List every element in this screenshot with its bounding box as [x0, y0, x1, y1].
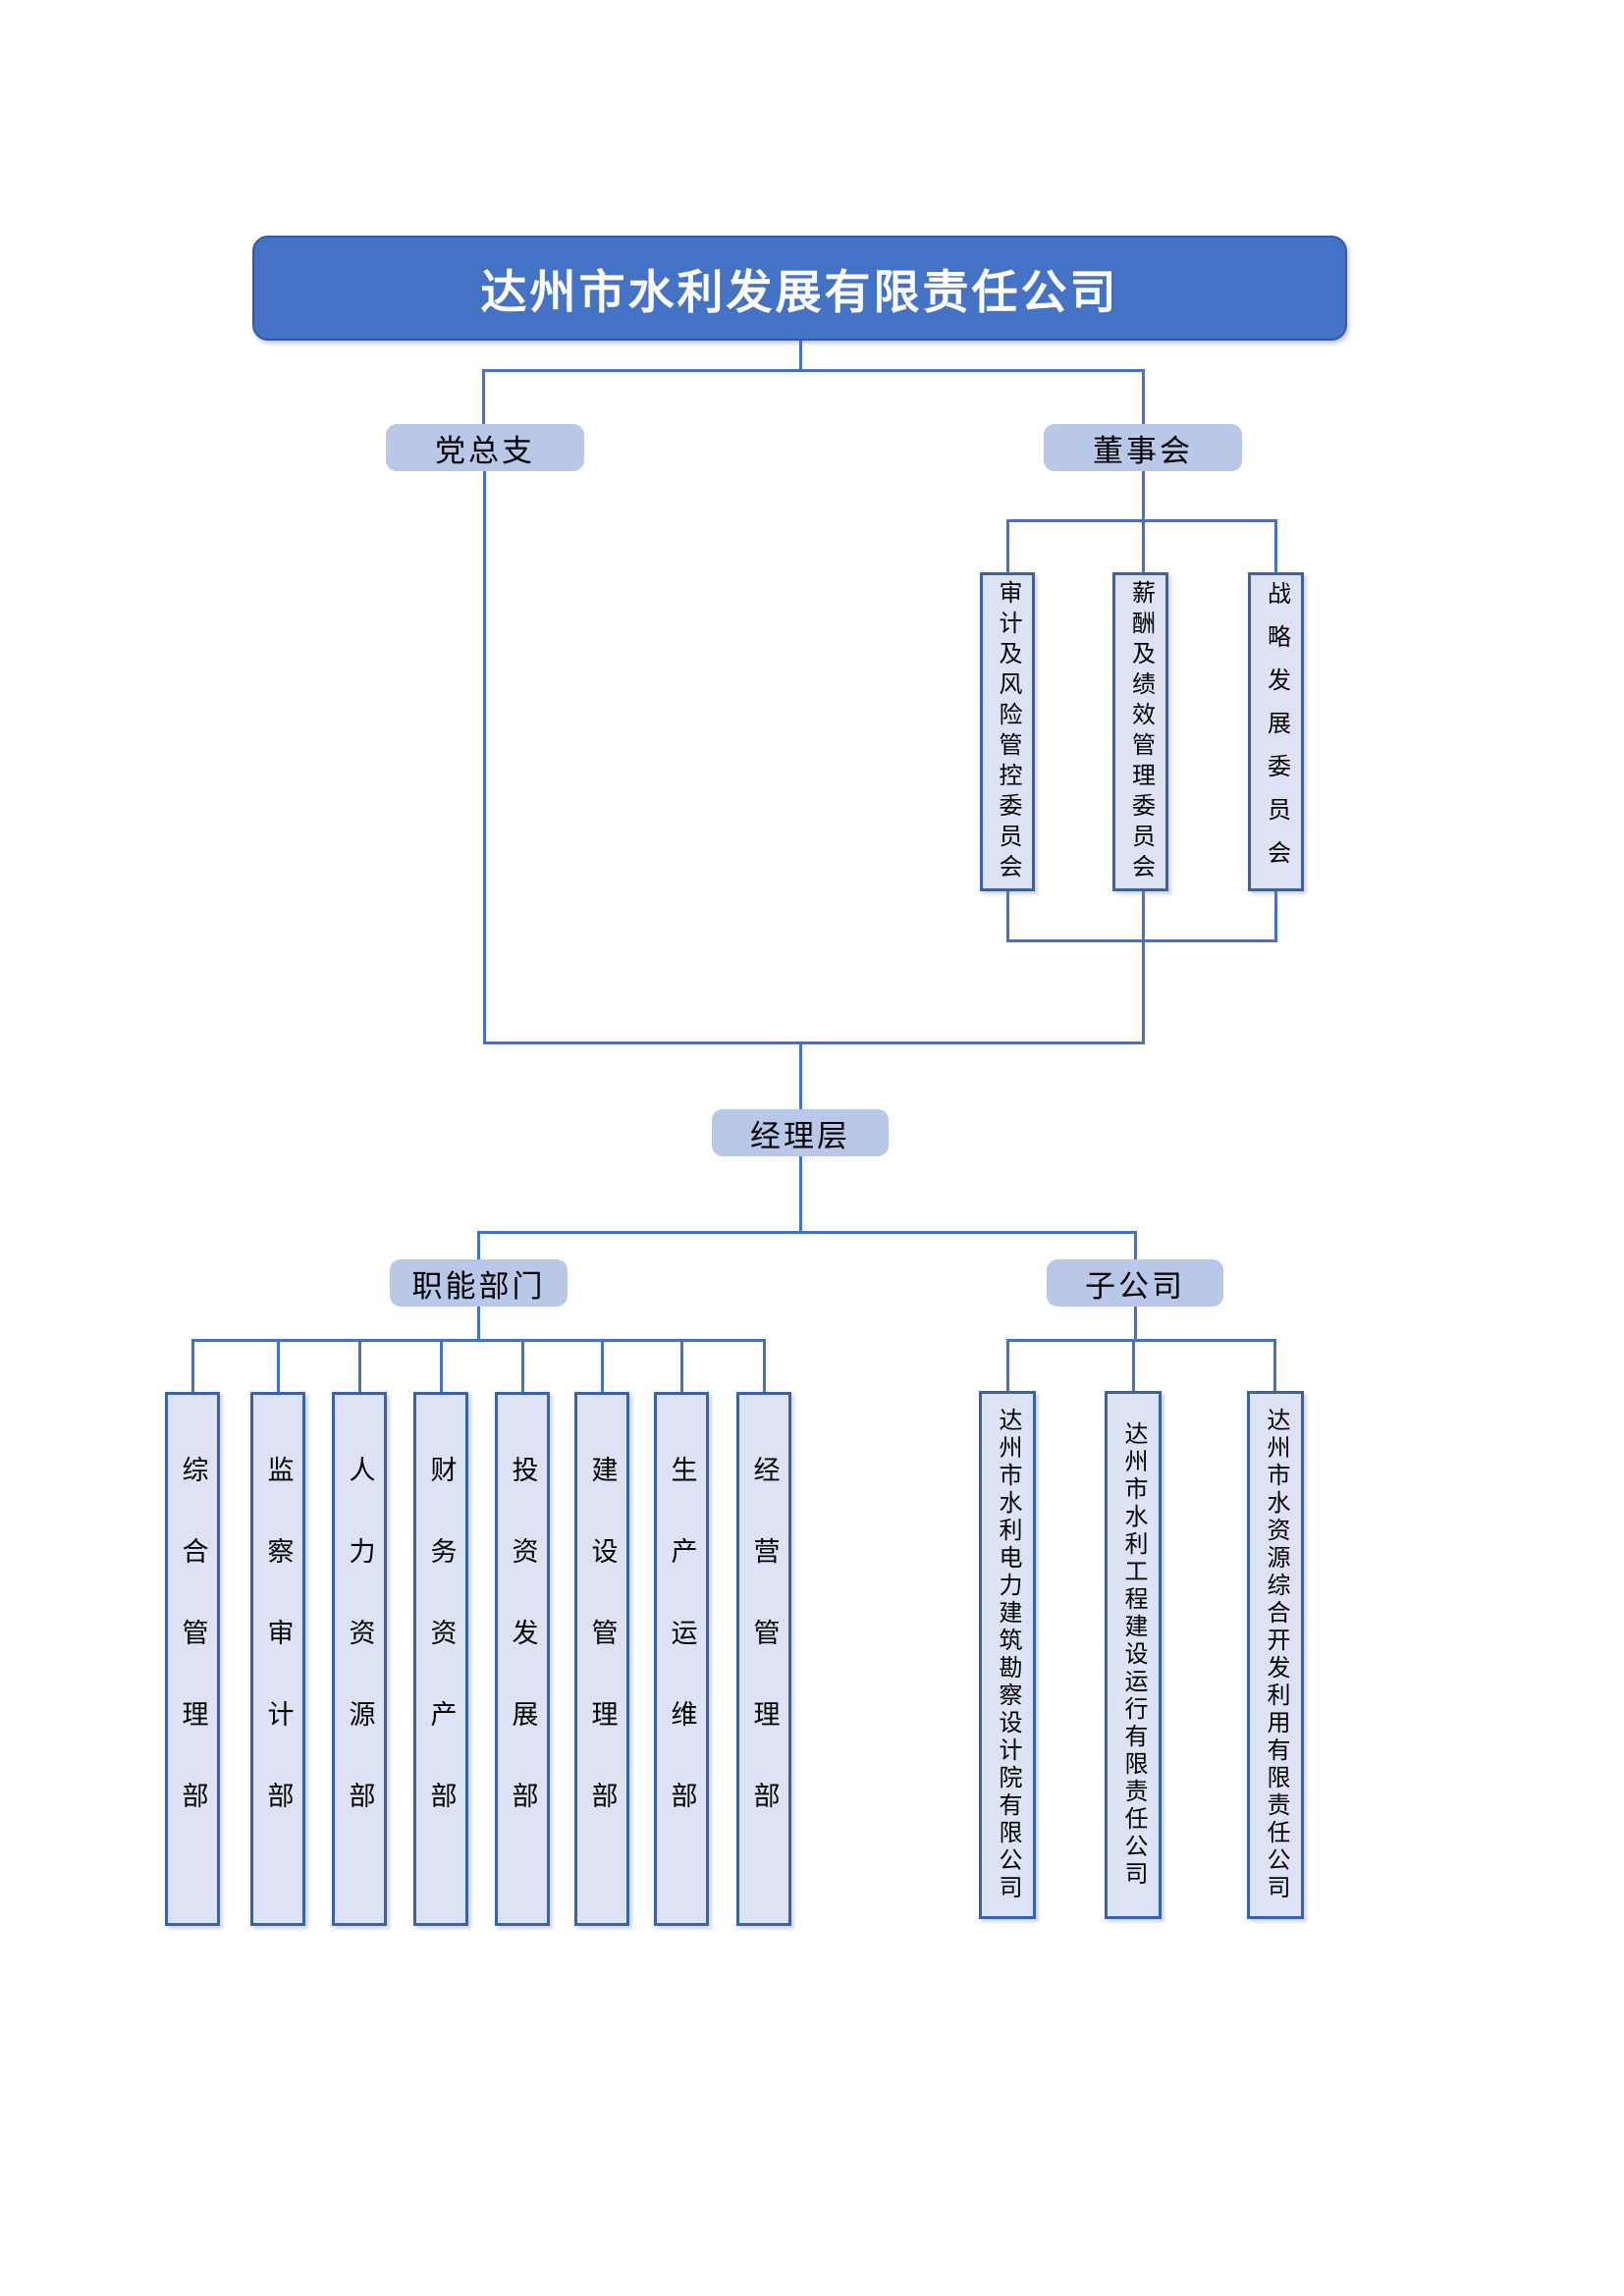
connector	[521, 1339, 524, 1392]
connector	[799, 1156, 802, 1234]
connector	[482, 369, 1145, 372]
connector	[483, 470, 486, 1044]
department-human-resources-node: 人力资源部	[332, 1392, 387, 1926]
connector	[1006, 1339, 1276, 1342]
department-production-operations-node: 生产运维部	[654, 1392, 709, 1926]
connector	[1142, 470, 1145, 522]
management-layer-node: 经理层	[712, 1109, 889, 1156]
connector	[1274, 519, 1277, 572]
department-label: 建设管理部	[587, 1455, 618, 1863]
department-label: 财务资产部	[426, 1455, 457, 1863]
connector	[477, 1307, 480, 1342]
department-label: 人力资源部	[345, 1455, 375, 1863]
connector	[1006, 891, 1009, 942]
connector	[1142, 519, 1145, 572]
connector	[1142, 369, 1145, 424]
connector	[1006, 1339, 1009, 1391]
department-label: 投资发展部	[508, 1455, 538, 1863]
department-label: 监察审计部	[263, 1455, 294, 1863]
committee-compensation-performance-node: 薪酬及绩效管理委员会	[1112, 572, 1168, 891]
subsidiaries-group-label: 子公司	[1085, 1268, 1185, 1304]
department-label: 生产运维部	[667, 1455, 697, 1863]
connector	[1142, 891, 1145, 942]
committee-strategy-development-node: 战略发展委员会	[1248, 572, 1304, 891]
board-of-directors-node: 董事会	[1044, 424, 1242, 471]
subsidiaries-group-node: 子公司	[1047, 1259, 1223, 1307]
connector	[483, 1041, 1145, 1044]
department-investment-development-node: 投资发展部	[495, 1392, 550, 1926]
connector	[440, 1339, 443, 1392]
company-title-label: 达州市水利发展有限责任公司	[480, 268, 1119, 319]
subsidiary-label: 达州市水利工程建设运行有限责任公司	[1120, 1421, 1146, 1889]
committee-audit-risk-node: 审计及风险管控委员会	[980, 572, 1035, 891]
connector	[1132, 1339, 1135, 1391]
department-label: 经营管理部	[749, 1455, 780, 1863]
functional-departments-node: 职能部门	[390, 1259, 568, 1307]
department-business-management-node: 经营管理部	[736, 1392, 791, 1926]
department-general-management-node: 综合管理部	[165, 1392, 220, 1926]
connector	[601, 1339, 604, 1392]
connector	[799, 341, 802, 372]
subsidiary-label: 达州市水资源综合开发利用有限责任公司	[1263, 1408, 1288, 1902]
connector	[763, 1339, 766, 1392]
connector	[1134, 1231, 1137, 1259]
committee-strategy-development-label: 战略发展委员会	[1263, 580, 1289, 883]
department-finance-assets-node: 财务资产部	[413, 1392, 468, 1926]
connector	[477, 1231, 1136, 1234]
connector	[680, 1339, 683, 1392]
department-construction-management-node: 建设管理部	[574, 1392, 629, 1926]
connector	[477, 1231, 480, 1259]
connector	[482, 369, 485, 424]
connector	[1142, 939, 1145, 1044]
department-label: 综合管理部	[178, 1455, 208, 1863]
subsidiary-water-resources-development-node: 达州市水资源综合开发利用有限责任公司	[1247, 1391, 1304, 1919]
party-branch-label: 党总支	[435, 433, 535, 468]
connector	[1134, 1307, 1137, 1342]
committee-compensation-performance-label: 薪酬及绩效管理委员会	[1127, 579, 1154, 884]
committee-audit-risk-label: 审计及风险管控委员会	[995, 579, 1020, 884]
connector	[277, 1339, 280, 1392]
connector	[191, 1339, 766, 1342]
functional-departments-label: 职能部门	[411, 1268, 546, 1304]
connector	[1006, 519, 1009, 572]
subsidiary-label: 达州市水利电力建筑勘察设计院有限公司	[995, 1408, 1020, 1902]
connector	[1273, 1339, 1276, 1391]
party-branch-node: 党总支	[386, 424, 584, 471]
board-of-directors-label: 董事会	[1093, 433, 1193, 468]
subsidiary-engineering-construction-operation-node: 达州市水利工程建设运行有限责任公司	[1105, 1391, 1162, 1919]
company-title-node: 达州市水利发展有限责任公司	[252, 236, 1347, 341]
connector	[358, 1339, 361, 1392]
subsidiary-survey-design-institute-node: 达州市水利电力建筑勘察设计院有限公司	[979, 1391, 1036, 1919]
connector	[1274, 891, 1277, 942]
management-layer-label: 经理层	[750, 1118, 850, 1153]
connector	[191, 1339, 194, 1392]
department-supervision-audit-node: 监察审计部	[250, 1392, 305, 1926]
connector	[799, 1041, 802, 1109]
